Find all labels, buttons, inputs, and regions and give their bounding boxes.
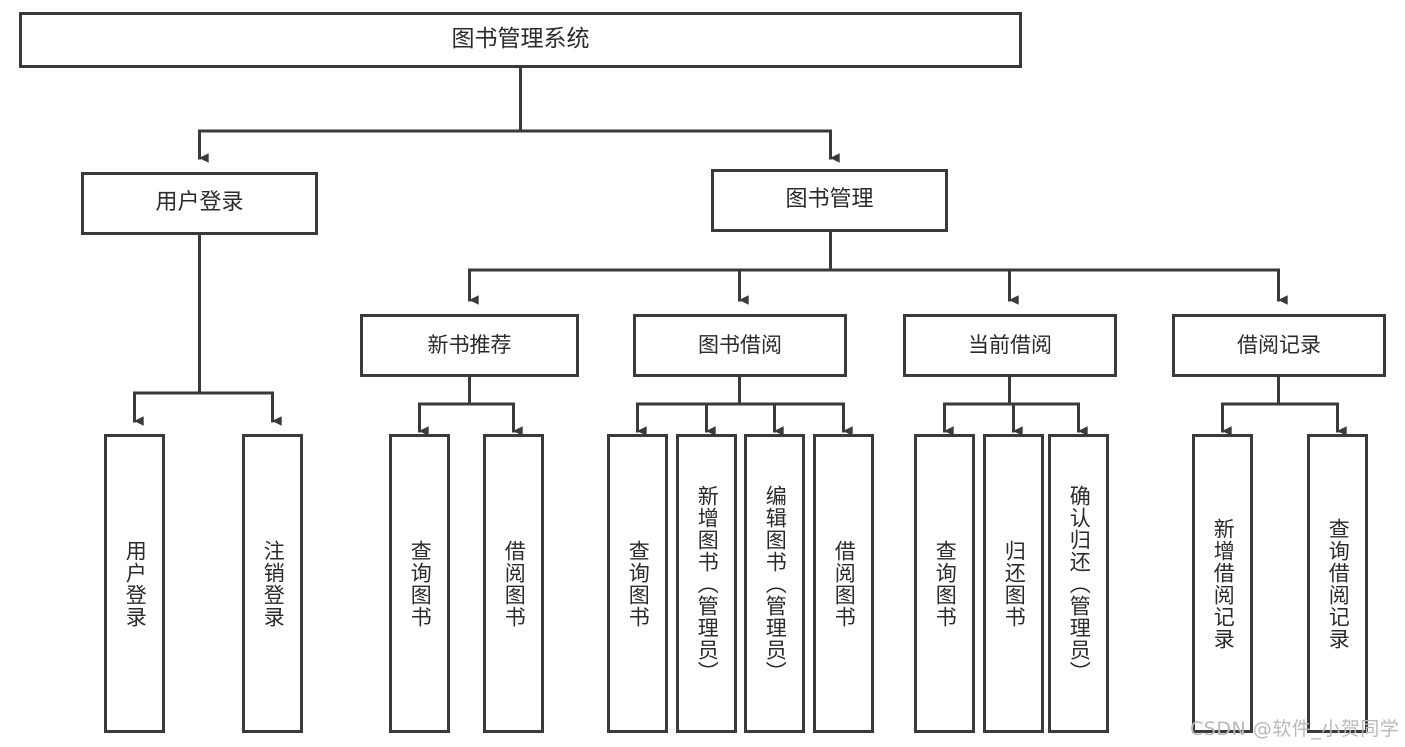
- node-label: 当前借阅: [968, 332, 1052, 357]
- node-label: 图书借阅: [698, 332, 782, 357]
- node-label: 查询图书: [626, 539, 651, 628]
- node-label: 查询图书: [408, 539, 433, 628]
- node-root-book-management-system[interactable]: 图书管理系统: [19, 12, 1022, 68]
- leaf-current-borrow-return-book[interactable]: 归还图书: [983, 434, 1044, 733]
- leaf-book-borrow-query-book[interactable]: 查询图书: [607, 434, 668, 733]
- node-book-borrow[interactable]: 图书借阅: [633, 314, 847, 377]
- node-label: 新增借阅记录: [1211, 517, 1236, 650]
- node-borrow-record[interactable]: 借阅记录: [1172, 314, 1386, 377]
- node-label: 查询图书: [933, 539, 958, 628]
- leaf-borrow-record-query-record[interactable]: 查询借阅记录: [1307, 434, 1368, 733]
- node-label: 确认归还（管理员）: [1067, 484, 1092, 683]
- leaf-book-borrow-borrow-book[interactable]: 借阅图书: [813, 434, 874, 733]
- node-label: 新增图书（管理员）: [695, 484, 720, 683]
- node-label: 新书推荐: [427, 332, 512, 357]
- leaf-book-borrow-edit-book-admin[interactable]: 编辑图书（管理员）: [744, 434, 805, 733]
- node-label: 图书管理: [785, 187, 874, 213]
- leaf-user-login-login[interactable]: 用户登录: [104, 434, 165, 733]
- node-book-management[interactable]: 图书管理: [711, 169, 948, 232]
- node-label: 用户登录: [155, 190, 244, 216]
- node-label: 借阅图书: [832, 539, 857, 628]
- node-user-login[interactable]: 用户登录: [81, 172, 318, 235]
- leaf-current-borrow-confirm-return-admin[interactable]: 确认归还（管理员）: [1048, 434, 1109, 733]
- leaf-new-book-query-book[interactable]: 查询图书: [389, 434, 450, 733]
- leaf-user-login-logout[interactable]: 注销登录: [242, 434, 303, 733]
- node-label: 图书管理系统: [451, 26, 590, 53]
- csdn-watermark: CSDN @软件_小贺同学: [1190, 718, 1400, 740]
- node-label: 用户登录: [123, 539, 148, 628]
- node-label: 借阅图书: [502, 539, 527, 628]
- node-current-borrow[interactable]: 当前借阅: [903, 314, 1117, 377]
- node-label: 注销登录: [261, 539, 286, 628]
- node-label: 借阅记录: [1237, 332, 1321, 357]
- leaf-current-borrow-query-book[interactable]: 查询图书: [914, 434, 975, 733]
- node-label: 归还图书: [1002, 539, 1027, 628]
- node-new-book-recommend[interactable]: 新书推荐: [360, 314, 579, 377]
- node-label: 编辑图书（管理员）: [763, 484, 788, 683]
- leaf-book-borrow-add-book-admin[interactable]: 新增图书（管理员）: [676, 434, 737, 733]
- leaf-borrow-record-add-record[interactable]: 新增借阅记录: [1192, 434, 1253, 733]
- node-label: 查询借阅记录: [1326, 517, 1351, 650]
- leaf-new-book-borrow-book[interactable]: 借阅图书: [483, 434, 544, 733]
